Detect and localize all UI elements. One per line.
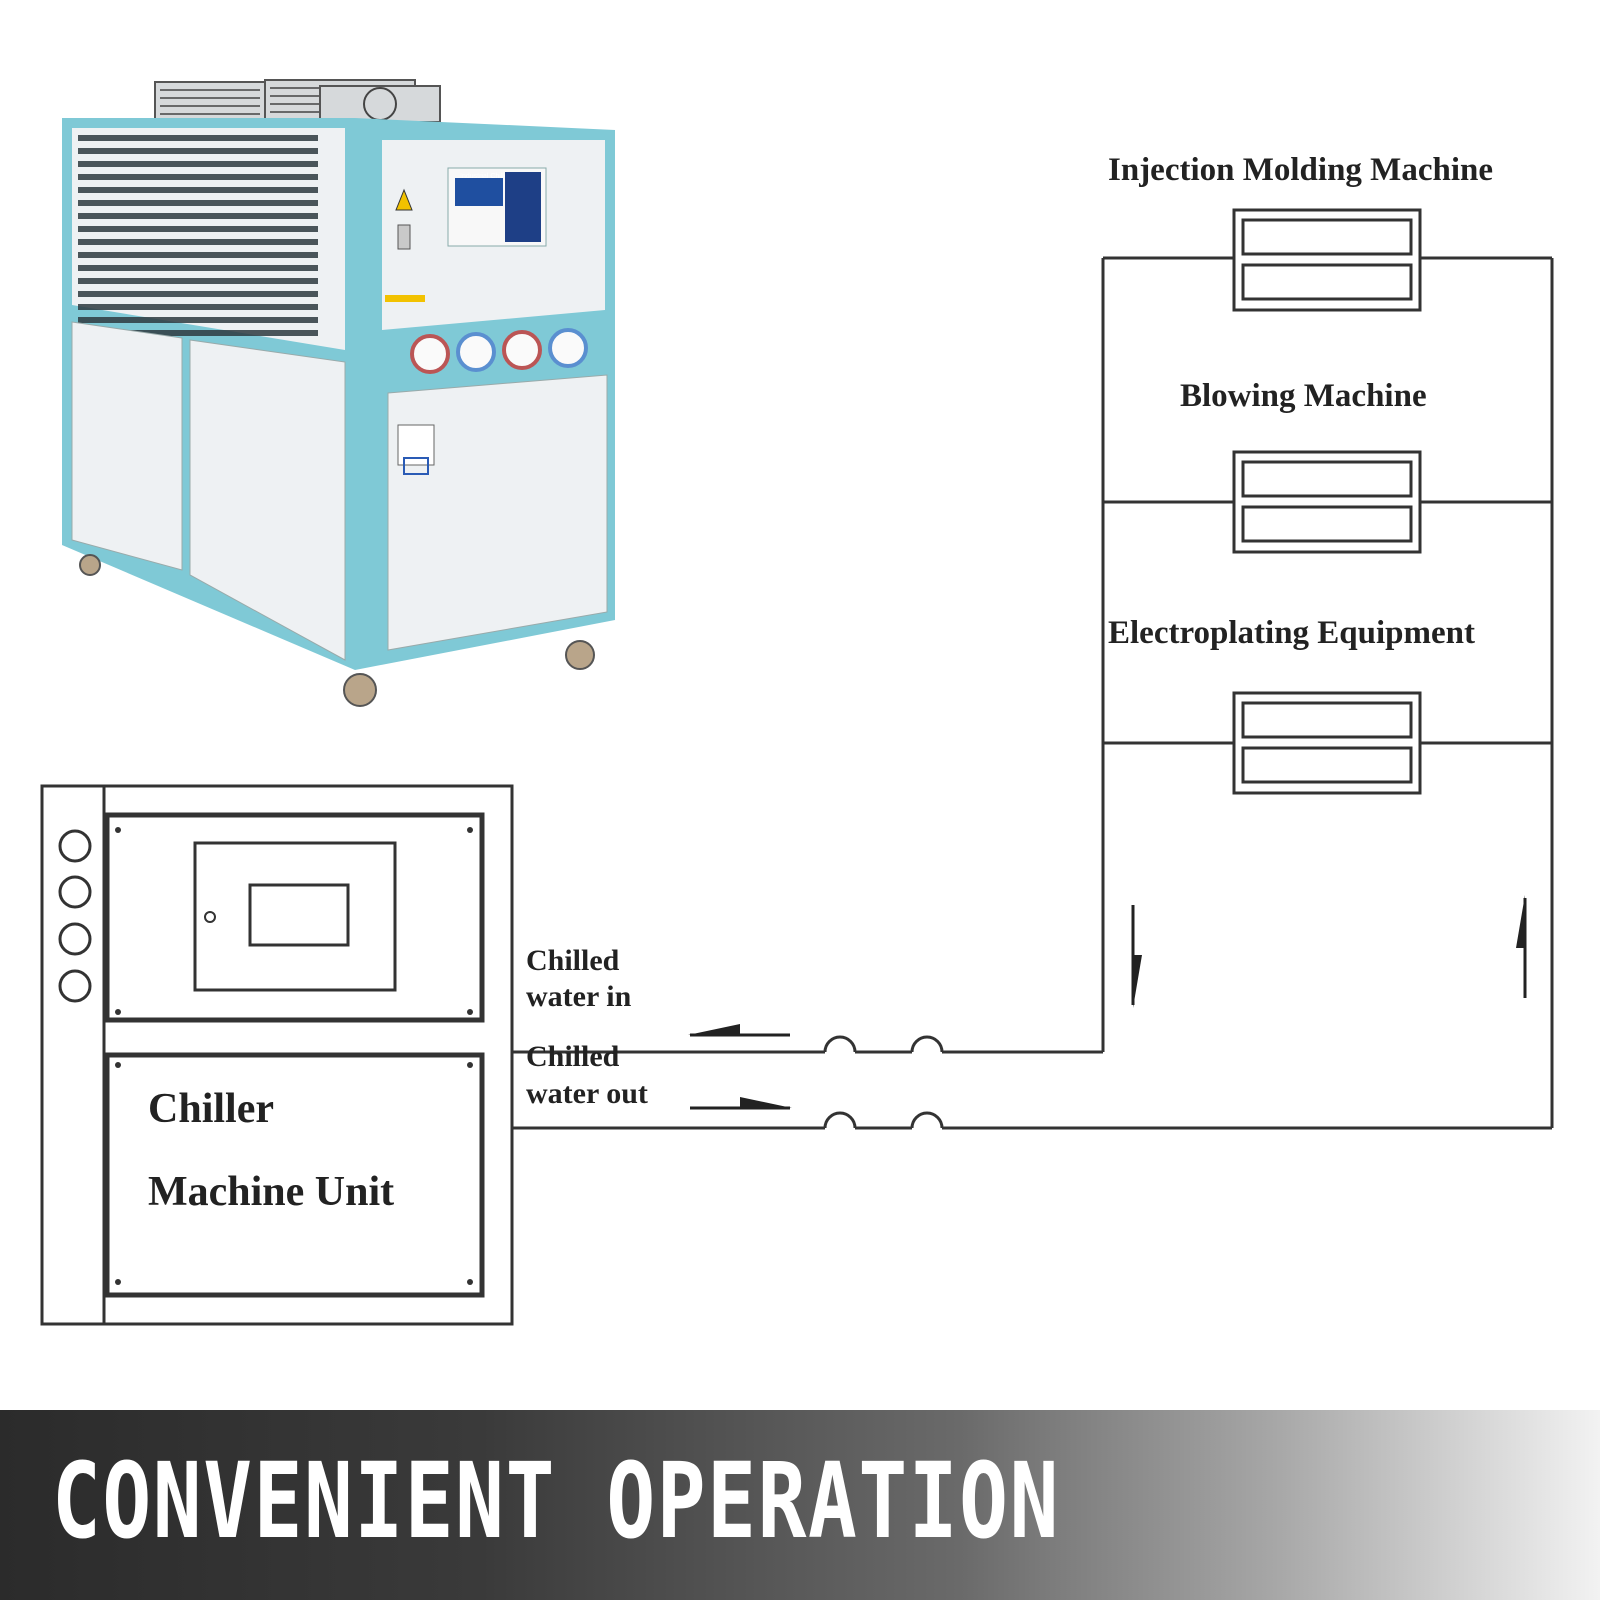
blowing-machine-label: Blowing Machine [1180, 378, 1427, 414]
top-fan-left [154, 81, 266, 123]
gauge-icon [456, 332, 496, 372]
power-switch [397, 224, 411, 250]
unit-outer-frame [40, 784, 514, 1326]
nameplate-logo [403, 457, 429, 475]
inlet-jump-1 [823, 1035, 857, 1053]
side-grille [78, 135, 318, 336]
front-lower-door [387, 374, 608, 651]
control-window [248, 883, 350, 947]
bottom-banner [0, 1410, 1600, 1600]
injection-machine-label: Injection Molding Machine [1108, 152, 1493, 188]
arrow-up-icon [1516, 895, 1527, 998]
casters [79, 554, 595, 707]
display-title: Industrial Chiller [460, 173, 511, 180]
port-circle-icon [58, 922, 92, 956]
port-circle-icon [58, 969, 92, 1003]
unit-lower-panel [104, 1052, 485, 1298]
display-screen [455, 178, 503, 206]
inlet-jump-2 [910, 1035, 944, 1053]
outlet-jump-1 [823, 1111, 857, 1129]
electroplating-label: Electroplating Equipment [1108, 615, 1476, 651]
panel-screws [115, 827, 473, 1285]
caution-label [385, 295, 425, 302]
gauge-icon [502, 330, 542, 370]
blowing-machine-box [1232, 450, 1422, 554]
electroplating-box [1232, 691, 1422, 795]
outlet-label-line1: Chilled [526, 1040, 620, 1073]
arrow-right-icon [690, 1097, 792, 1110]
outlet-label-line2: water out [526, 1077, 648, 1110]
port-circle-icon [58, 829, 92, 863]
gauge-icon [410, 334, 450, 374]
warning-icon [395, 188, 413, 211]
inlet-label-line1: Chilled [526, 944, 620, 977]
gauge-icon [548, 328, 588, 368]
caster-wheel [565, 640, 595, 670]
chiller-unit-schematic [40, 784, 514, 1326]
display-info-panel [505, 172, 541, 242]
pressure-gauges [410, 328, 588, 374]
side-door-right [189, 339, 346, 661]
top-fan-right [319, 85, 441, 123]
inlet-label-line2: water in [526, 980, 632, 1013]
side-door-left [71, 321, 183, 571]
arrow-down-icon [1131, 905, 1142, 1008]
outlet-jump-2 [910, 1111, 944, 1129]
port-circle-icon [58, 875, 92, 909]
door-knob-icon [204, 911, 216, 923]
injection-machine-box [1232, 208, 1422, 312]
arrow-left-icon [688, 1024, 790, 1037]
chiller-product-photo: Industrial Chiller [62, 79, 615, 707]
control-door [193, 841, 397, 992]
caster-wheel [79, 554, 101, 576]
unit-control-panel [104, 812, 485, 1023]
caster-wheel [343, 673, 377, 707]
flow-arrows [688, 895, 1527, 1110]
equipment-boxes [1232, 208, 1422, 795]
banner-title: CONVENIENT OPERATION [52, 1440, 1060, 1562]
chiller-unit-label-line2: Machine Unit [148, 1169, 395, 1215]
chiller-unit-label-line1: Chiller [148, 1086, 274, 1132]
